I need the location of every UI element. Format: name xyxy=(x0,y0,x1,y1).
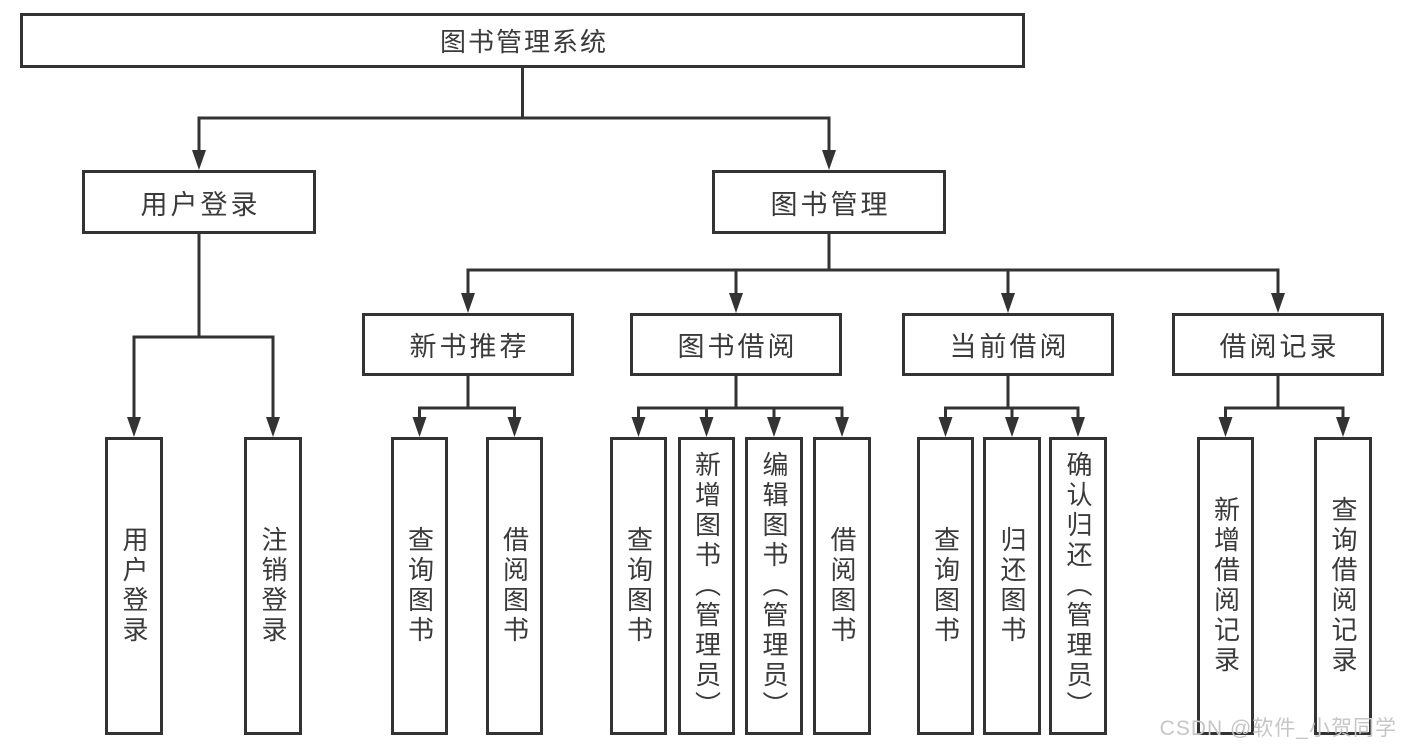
node-label: 查询图书 xyxy=(930,526,961,646)
arrowhead-icon xyxy=(631,417,646,437)
node-label: 图书管理 xyxy=(770,189,891,220)
node-user-login: 用户登录 xyxy=(82,170,316,234)
node-leaf-query-book-3: 查询图书 xyxy=(917,437,974,735)
node-label: 查询借阅记录 xyxy=(1328,496,1358,676)
node-label: 图书管理系统 xyxy=(439,27,608,57)
node-root: 图书管理系统 xyxy=(20,13,1025,68)
arrowhead-icon xyxy=(192,150,206,170)
node-leaf-query-book-1: 查询图书 xyxy=(391,437,448,735)
node-label: 借阅记录 xyxy=(1219,332,1340,362)
arrowhead-icon xyxy=(1271,293,1285,313)
arrowhead-icon xyxy=(1218,417,1233,437)
node-label: 归还图书 xyxy=(997,526,1027,646)
arrowhead-icon xyxy=(938,417,953,437)
node-leaf-user-login: 用户登录 xyxy=(105,437,163,735)
arrowhead-icon xyxy=(412,417,427,437)
arrowhead-icon xyxy=(127,417,141,437)
node-leaf-logout: 注销登录 xyxy=(244,437,302,735)
watermark: CSDN @软件_小贺同学 xyxy=(1159,717,1397,740)
node-label: 新增图书（管理员） xyxy=(691,451,722,721)
node-label: 新增借阅记录 xyxy=(1210,496,1241,676)
node-borrow-records: 借阅记录 xyxy=(1172,313,1384,376)
arrowhead-icon xyxy=(835,417,849,437)
arrowhead-icon xyxy=(461,293,475,313)
arrowhead-icon xyxy=(699,417,714,437)
node-leaf-query-book-2: 查询图书 xyxy=(610,437,667,735)
node-label: 借阅图书 xyxy=(827,526,857,646)
node-label: 用户登录 xyxy=(140,189,261,220)
node-label: 编辑图书（管理员） xyxy=(759,451,789,721)
node-leaf-return-book: 归还图书 xyxy=(983,437,1041,735)
node-label: 新书推荐 xyxy=(409,332,530,362)
node-leaf-borrow-book-2: 借阅图书 xyxy=(813,437,871,735)
node-leaf-query-borrow-rec: 查询借阅记录 xyxy=(1314,437,1372,735)
arrowhead-icon xyxy=(729,293,743,313)
node-label: 查询图书 xyxy=(623,526,654,646)
arrowhead-icon xyxy=(1071,417,1085,437)
node-leaf-add-book: 新增图书（管理员） xyxy=(678,437,735,735)
node-leaf-edit-book: 编辑图书（管理员） xyxy=(745,437,803,735)
node-leaf-borrow-book-1: 借阅图书 xyxy=(486,437,543,735)
arrowhead-icon xyxy=(767,417,781,437)
node-label: 确认归还（管理员） xyxy=(1063,451,1093,721)
arrowhead-icon xyxy=(1001,293,1015,313)
node-label: 当前借阅 xyxy=(949,332,1070,362)
arrowhead-icon xyxy=(1336,417,1350,437)
node-leaf-add-borrow-rec: 新增借阅记录 xyxy=(1197,437,1254,735)
node-label: 注销登录 xyxy=(258,526,288,646)
node-current-borrow: 当前借阅 xyxy=(902,313,1114,376)
arrowhead-icon xyxy=(507,417,522,437)
node-new-book-rec: 新书推荐 xyxy=(362,313,574,376)
node-leaf-confirm-return: 确认归还（管理员） xyxy=(1049,437,1107,735)
arrowhead-icon xyxy=(1005,417,1019,437)
node-book-borrow: 图书借阅 xyxy=(630,313,842,376)
node-label: 借阅图书 xyxy=(499,526,530,646)
node-label: 查询图书 xyxy=(404,526,435,646)
arrowhead-icon xyxy=(822,150,836,170)
connector-path xyxy=(132,66,1345,425)
node-label: 图书借阅 xyxy=(677,332,798,362)
node-book-mgmt: 图书管理 xyxy=(712,170,946,234)
arrowhead-icon xyxy=(266,417,280,437)
node-label: 用户登录 xyxy=(119,526,149,646)
